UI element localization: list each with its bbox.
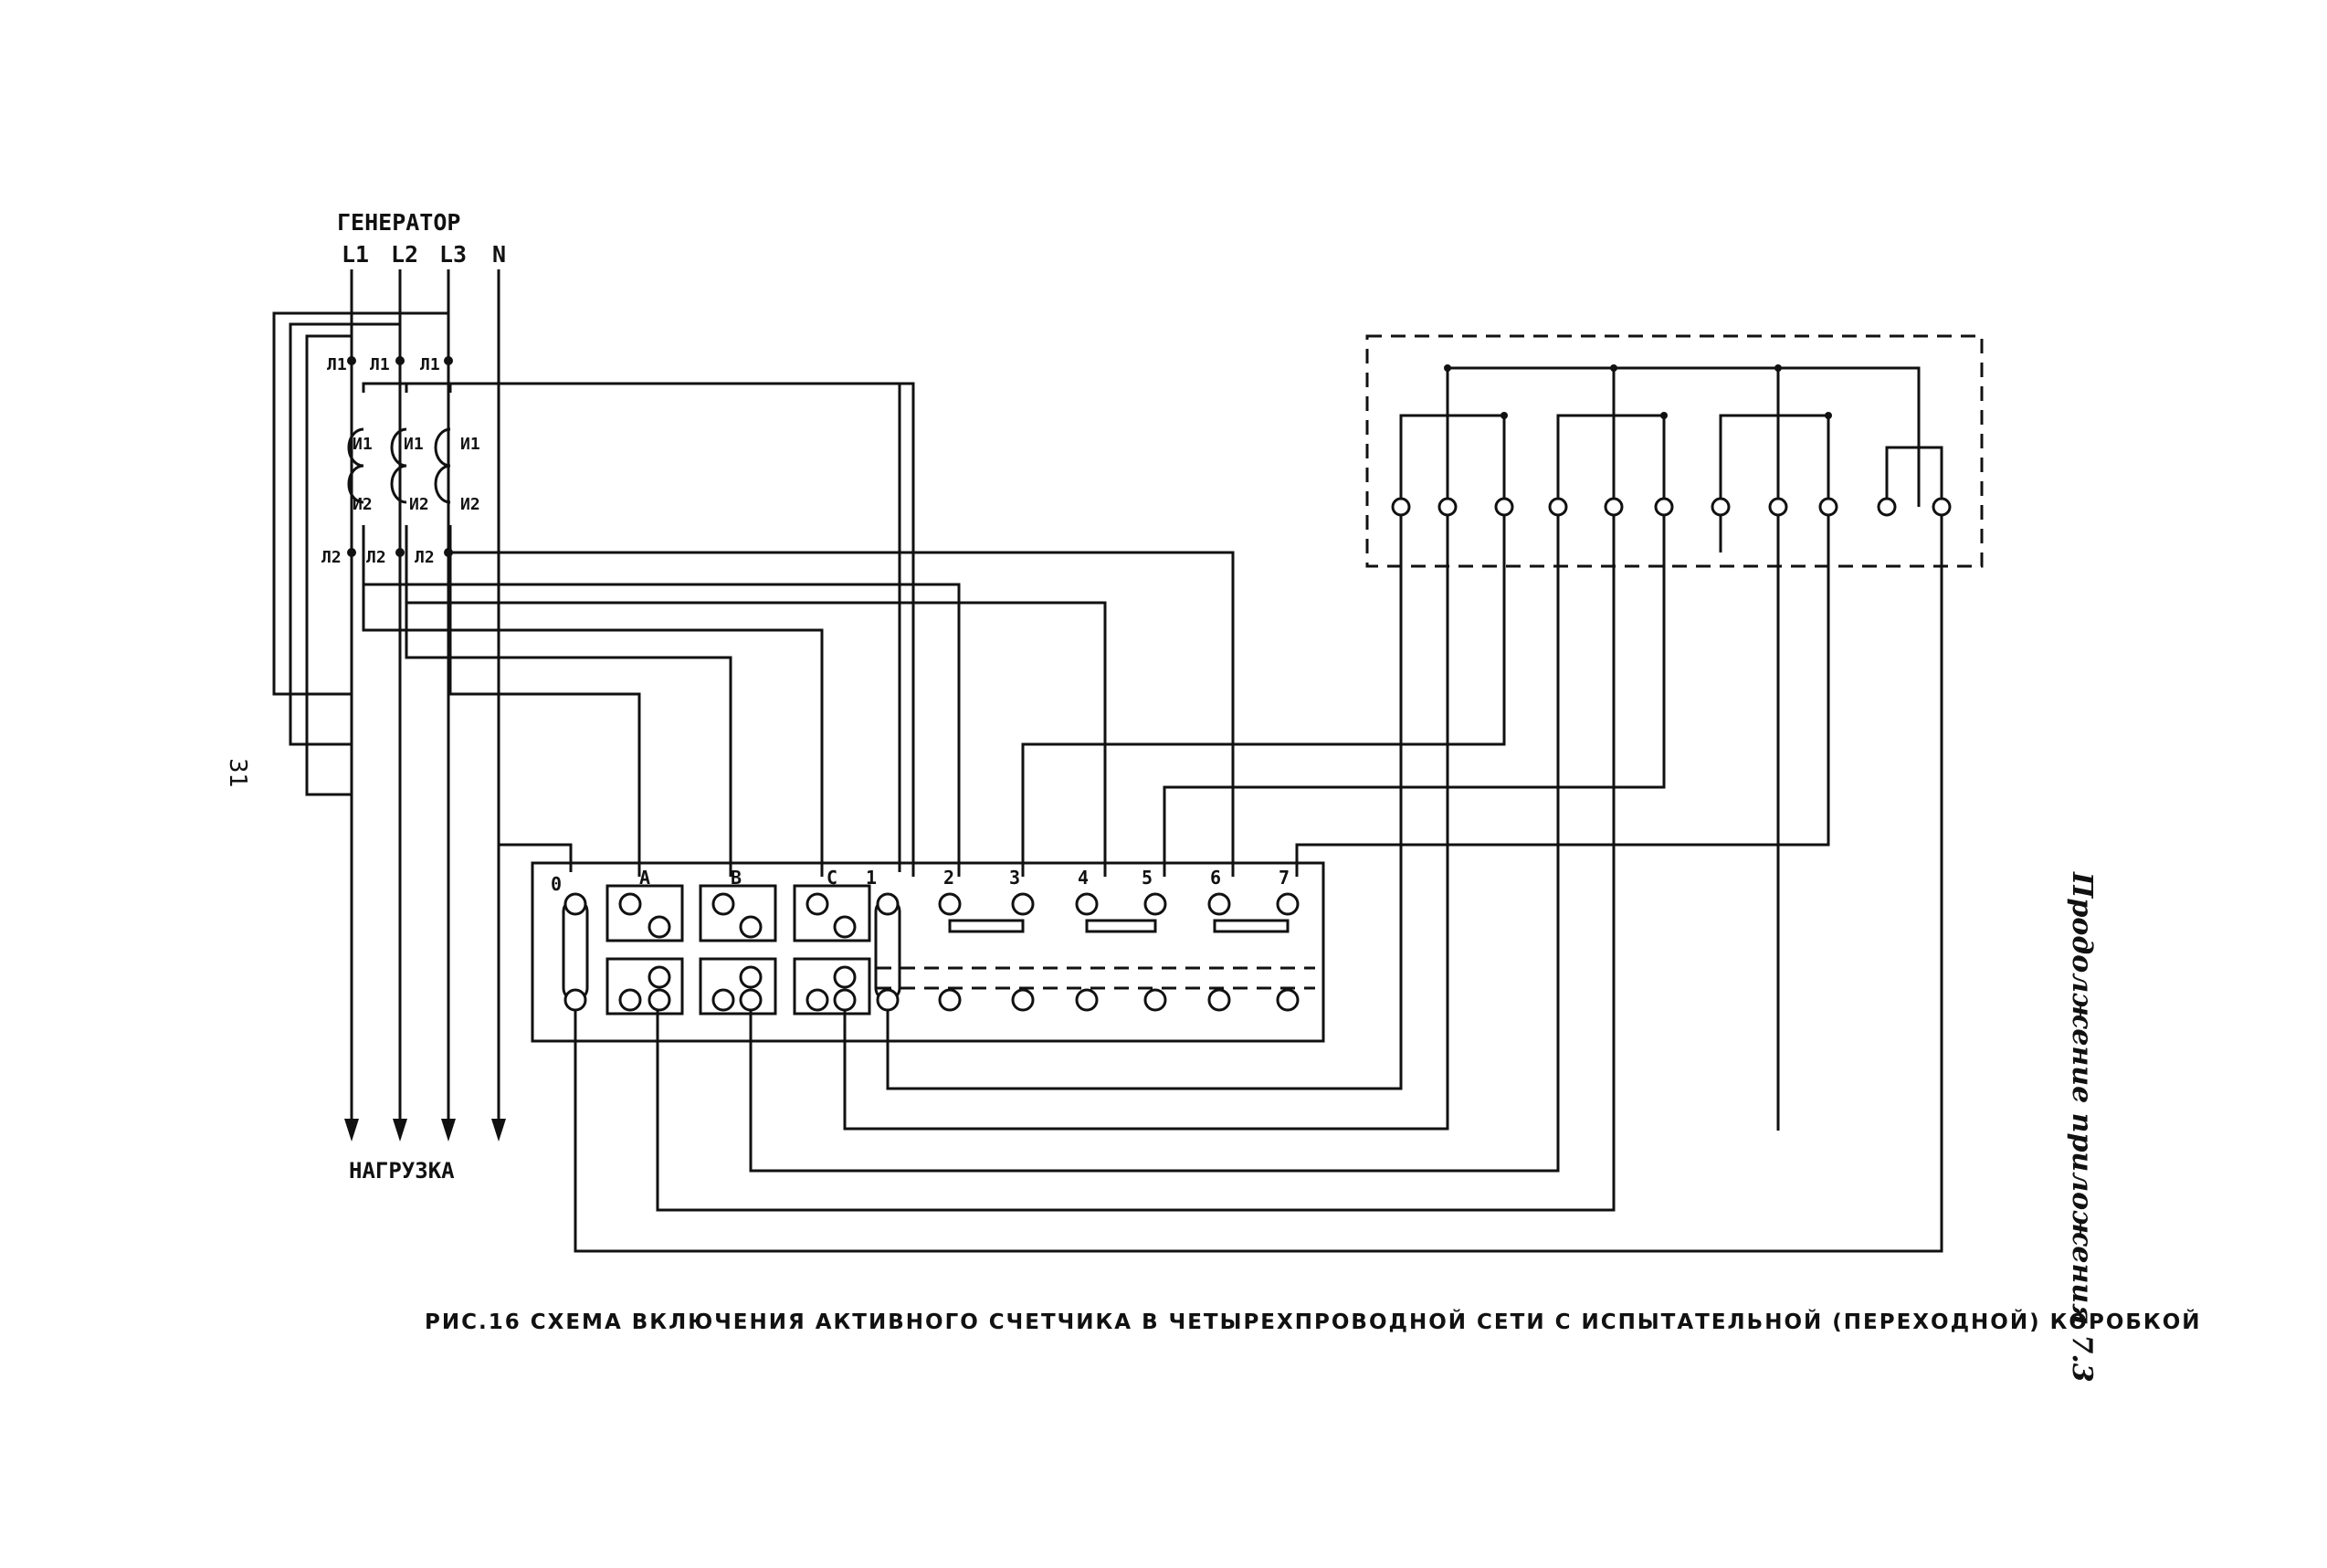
terminal-label-0: 0 xyxy=(551,873,562,895)
phase-label-l3: L3 xyxy=(439,241,467,268)
terminal-label-6: 6 xyxy=(1210,867,1221,889)
figure-caption: РИС.16 СХЕМА ВКЛЮЧЕНИЯ АКТИВНОГО СЧЕТЧИК… xyxy=(425,1309,2202,1334)
label-l2-a: Л2 xyxy=(321,548,342,567)
terminal-label-3: 3 xyxy=(1009,867,1020,889)
page-number: 31 xyxy=(224,758,251,788)
phase-label-l1: L1 xyxy=(342,241,369,268)
phase-lines xyxy=(344,269,506,1142)
terminal-label-b: B xyxy=(731,867,742,889)
phase-label-l2: L2 xyxy=(391,241,418,268)
terminal-block xyxy=(531,861,1325,1043)
terminal-screws xyxy=(562,892,1300,1012)
phase-label-n: N xyxy=(492,241,506,268)
label-i2-a: И2 xyxy=(353,495,373,514)
label-i1-a: И1 xyxy=(353,435,373,454)
label-i1-b: И1 xyxy=(404,435,424,454)
label-i2-b: И2 xyxy=(409,495,429,514)
meter-box xyxy=(1365,334,1984,568)
current-transformers xyxy=(272,311,1235,877)
label-l1-a: Л1 xyxy=(327,355,347,374)
terminal-label-5: 5 xyxy=(1142,867,1153,889)
terminal-label-7: 7 xyxy=(1279,867,1290,889)
label-l1-c: Л1 xyxy=(420,355,440,374)
label-i1-c: И1 xyxy=(460,435,480,454)
label-l2-c: Л2 xyxy=(415,548,435,567)
meter-wires xyxy=(574,516,1943,1253)
label-l1-b: Л1 xyxy=(370,355,390,374)
label-l2-b: Л2 xyxy=(366,548,386,567)
terminal-label-1: 1 xyxy=(866,867,877,889)
terminal-label-4: 4 xyxy=(1078,867,1089,889)
terminal-label-2: 2 xyxy=(943,867,954,889)
terminal-label-c: C xyxy=(827,867,837,889)
terminal-label-a: A xyxy=(639,867,650,889)
load-label: НАГРУЗКА xyxy=(349,1158,455,1184)
side-note: Продолжение приложения 7.3 xyxy=(2066,871,2098,1383)
feed-wires xyxy=(448,382,901,872)
label-i2-c: И2 xyxy=(460,495,480,514)
generator-title: ГЕНЕРАТОР xyxy=(337,209,460,236)
